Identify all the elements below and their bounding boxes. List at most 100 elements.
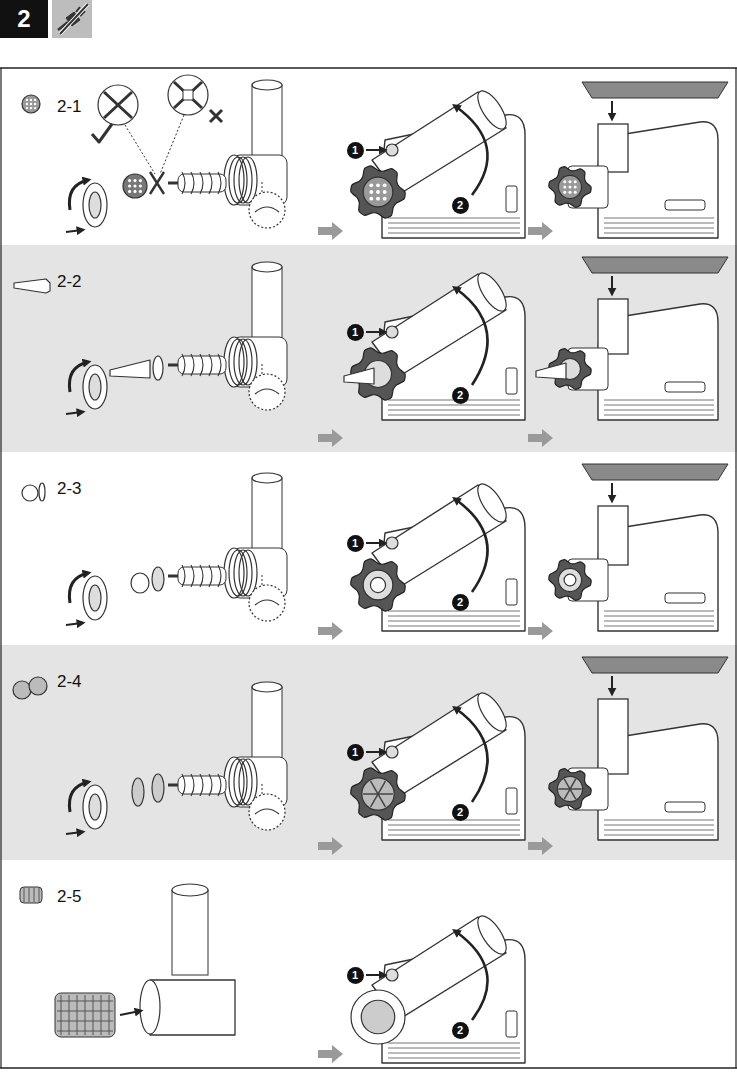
thread-ring [239, 157, 257, 203]
band-ground [0, 860, 737, 1068]
disc-blade [570, 789, 576, 799]
meat-tray [582, 657, 728, 673]
plate-hole [376, 183, 380, 187]
motion-arrow [366, 542, 384, 544]
cutting-plate [363, 177, 393, 207]
vent-line [388, 611, 520, 612]
vent-line [388, 218, 520, 219]
disc-icon [29, 677, 47, 695]
dashed-leader [262, 180, 263, 192]
vent-line [604, 223, 714, 224]
feed-tube [252, 478, 282, 553]
vent-line [388, 1053, 520, 1054]
step-circle: 2 [452, 594, 469, 611]
release-button [386, 537, 398, 549]
drum-mesh [57, 1031, 113, 1032]
detail-callout [249, 794, 285, 830]
screw-shaft [168, 364, 178, 367]
switch [506, 368, 517, 394]
dashed-leader [262, 362, 263, 374]
meat-tray [582, 464, 728, 480]
blade-callout-blade [174, 82, 202, 108]
cutting-plate [558, 175, 581, 198]
tube-mouth [252, 80, 282, 90]
plate-hole [574, 180, 577, 183]
row-icon [13, 95, 50, 903]
drum-mesh [57, 1011, 113, 1012]
plate-hole [563, 191, 566, 194]
vent-line [604, 626, 714, 627]
vent-line [604, 830, 714, 831]
check-mark [92, 124, 112, 142]
vent-line [388, 228, 520, 229]
vent-line [388, 405, 520, 406]
vent-line [388, 616, 520, 617]
plate-hole [139, 190, 142, 193]
ring-nut [83, 576, 107, 620]
node-text: 1 [352, 538, 358, 549]
detail-notch [255, 809, 279, 814]
switch [506, 788, 517, 814]
ring-nut-inner [89, 374, 101, 400]
disc-blade [378, 781, 385, 794]
ring-nut [83, 365, 107, 409]
screw-thread [200, 565, 203, 587]
ring-nut [351, 166, 405, 218]
node-text: 1 [352, 747, 358, 758]
cross-mark [210, 110, 222, 122]
blade-callout [168, 75, 208, 115]
ring-nut [549, 769, 591, 810]
screw-thread [200, 172, 203, 194]
vent-line [604, 233, 714, 234]
vent-line [388, 825, 520, 826]
motion-arrow [66, 832, 82, 834]
step-circle: 1 [347, 324, 364, 341]
disc-blade [570, 788, 582, 790]
vent-line [604, 820, 714, 821]
tube-mouth [252, 473, 282, 483]
plate-hole [369, 190, 373, 194]
node-text: 2-5 [57, 887, 82, 907]
screw-thread [191, 774, 194, 796]
release-button [386, 144, 398, 156]
motor-body [598, 122, 718, 238]
vent-line [604, 405, 714, 406]
motion-arrow [66, 623, 82, 625]
switch [506, 579, 517, 605]
step-band: 2-412 [0, 645, 737, 860]
feed-tube [252, 85, 282, 160]
motion-arrow [366, 331, 384, 333]
step-circle: 2 [452, 804, 469, 821]
step-arrow [528, 222, 553, 240]
frame-line [0, 1067, 737, 1069]
ring-nut-inner [89, 585, 101, 611]
screw-shaft [168, 784, 178, 787]
vent-line [388, 223, 520, 224]
node-text: 2 [17, 5, 30, 33]
control-panel [665, 593, 705, 603]
motion-arrow [120, 1011, 140, 1015]
plate-hole [376, 197, 380, 201]
step-arrow [318, 222, 343, 240]
disc-icon [13, 681, 31, 699]
plate-hole [30, 103, 32, 105]
disc-blade [363, 793, 378, 795]
vent-line [388, 835, 520, 836]
drum-housing [150, 980, 235, 1035]
step-illustration [55, 884, 525, 1063]
drum-icon-line [24, 888, 25, 902]
screw-thread [218, 172, 221, 194]
detail-callout [249, 585, 285, 621]
kebbe-cone [152, 567, 164, 591]
vent-line [604, 228, 714, 229]
drum-icon-line [39, 888, 40, 902]
sausage-horn [344, 368, 374, 384]
frame-line [0, 67, 737, 69]
thread-ring [234, 339, 252, 385]
drum-icon [20, 887, 42, 903]
plate-hole [26, 99, 28, 101]
screw-shaft [168, 182, 178, 185]
plate-hole [128, 190, 131, 193]
vent-line [388, 233, 520, 234]
horn-icon [14, 279, 50, 293]
